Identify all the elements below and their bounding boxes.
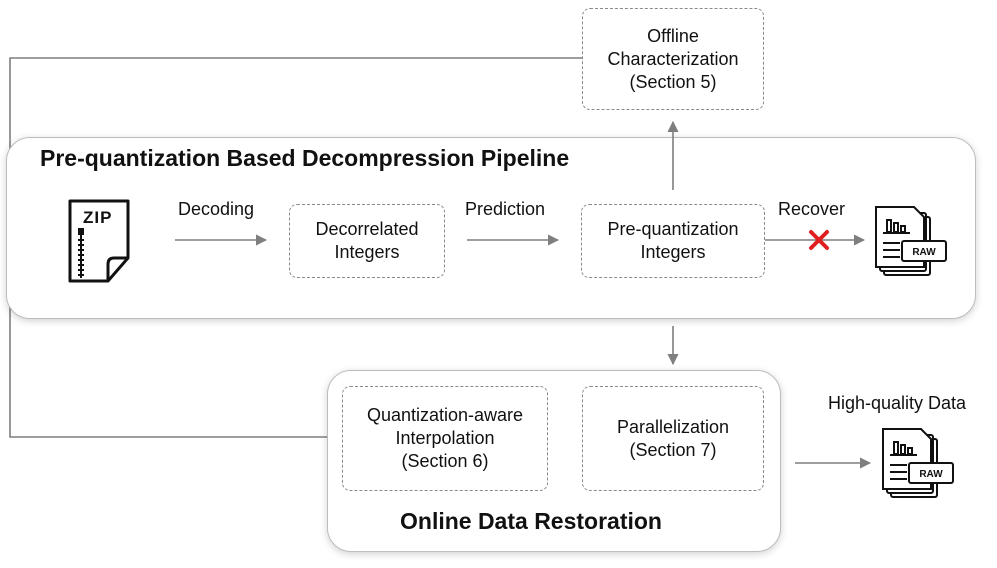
interp-line-2: Interpolation <box>395 428 495 448</box>
interp-line-1: Quantization-aware <box>366 405 524 425</box>
cross-icon <box>809 230 829 250</box>
offline-line-3: (Section 5) <box>629 71 717 92</box>
zip-label: ZIP <box>83 208 113 227</box>
restoration-title: Online Data Restoration <box>400 508 662 534</box>
decorrelated-integers-box: Decorrelated Integers <box>289 204 445 278</box>
pipeline-title: Pre-quantization Based Decompression Pip… <box>40 145 570 171</box>
parallel-line-2: (Section 7) <box>629 439 717 460</box>
zip-file-icon <box>68 199 130 283</box>
prequant-line-1: Pre-quantization <box>607 219 739 239</box>
prequant-line-2: Integers <box>640 242 706 262</box>
decorrelated-line-1: Decorrelated <box>315 219 419 239</box>
raw-badge: RAW <box>912 247 936 258</box>
offline-characterization-box: Offline Characterization (Section 5) <box>582 8 764 110</box>
decoding-label: Decoding <box>178 199 255 219</box>
raw-data-icon: RAW <box>875 206 947 276</box>
prediction-label: Prediction <box>465 199 546 219</box>
offline-line-2: Characterization <box>607 48 739 69</box>
prequantization-integers-box: Pre-quantization Integers <box>581 204 765 278</box>
raw-badge-output: RAW <box>919 469 943 480</box>
interp-line-3: (Section 6) <box>401 451 489 471</box>
decorrelated-line-2: Integers <box>334 242 400 262</box>
recover-label: Recover <box>778 199 846 219</box>
offline-line-1: Offline <box>647 25 699 46</box>
parallelization-box: Parallelization (Section 7) <box>582 386 764 491</box>
parallel-line-1: Parallelization <box>616 416 730 437</box>
high-quality-data-label: High-quality Data <box>828 393 967 413</box>
pipeline-panel <box>6 137 976 319</box>
interpolation-box: Quantization-aware Interpolation (Sectio… <box>342 386 548 491</box>
high-quality-raw-icon: RAW <box>882 428 954 498</box>
